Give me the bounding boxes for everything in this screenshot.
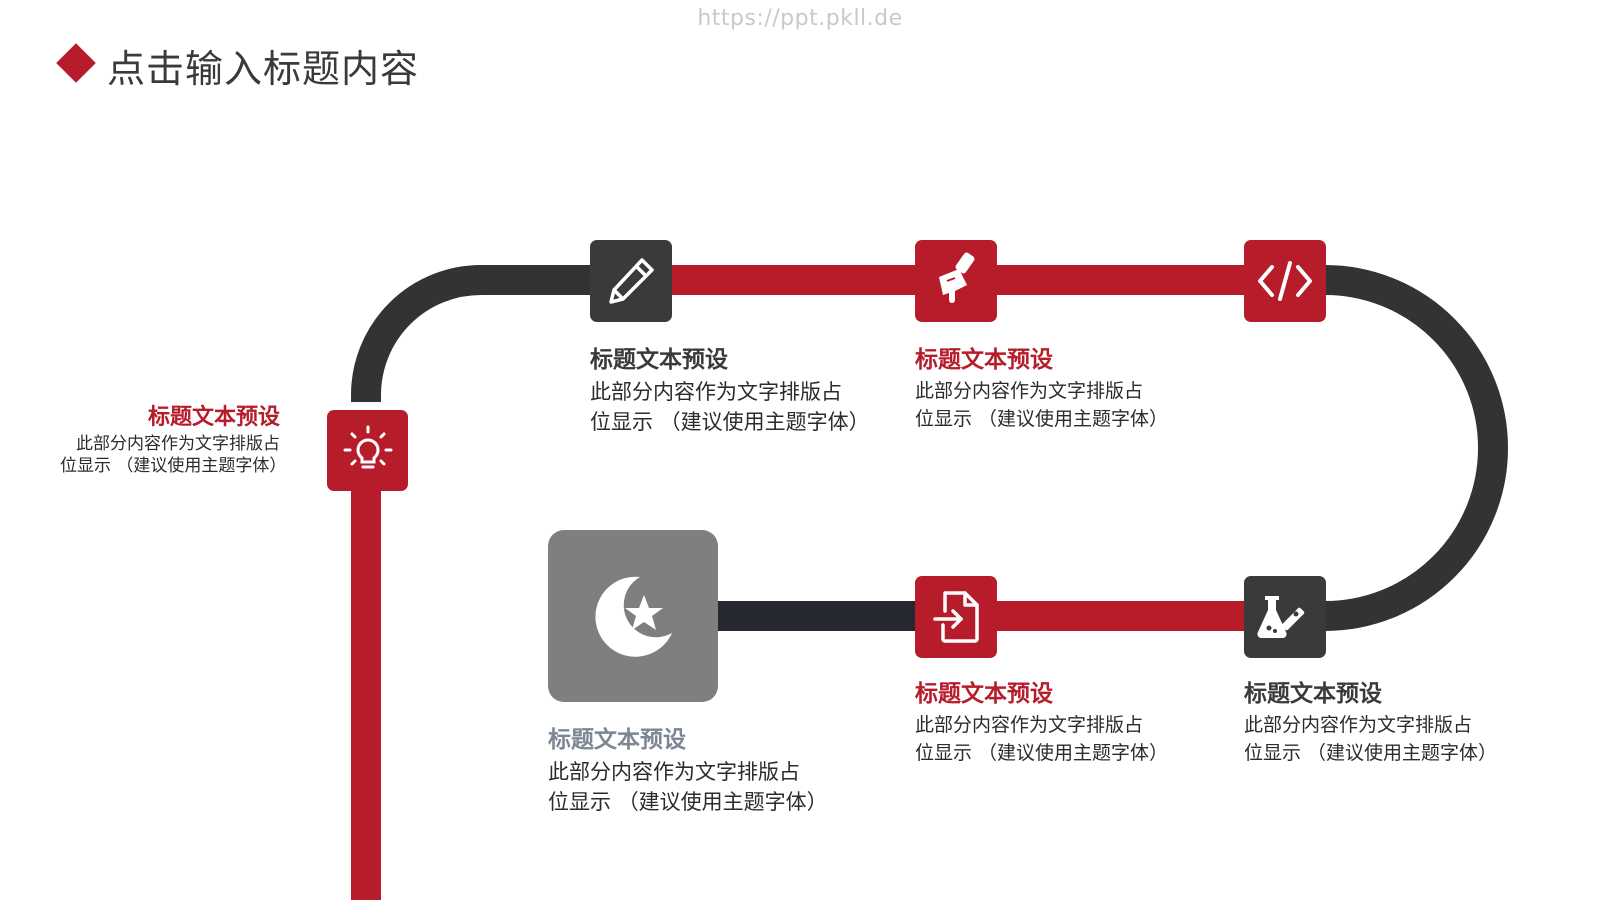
step-description-line: 位显示 （建议使用主题字体） <box>590 410 870 434</box>
step-description-line: 此部分内容作为文字排版占 <box>548 760 800 784</box>
step-title: 标题文本预设 <box>915 681 1053 707</box>
step-description-line: 位显示 （建议使用主题字体） <box>548 790 828 814</box>
paint-brush-icon <box>939 252 975 303</box>
step-7-text: 标题文本预设 此部分内容作为文字排版占 位显示 （建议使用主题字体） <box>548 723 828 817</box>
page-title: 点击输入标题内容 <box>107 47 420 91</box>
step-5-text: 标题文本预设 此部分内容作为文字排版占 位显示 （建议使用主题字体） <box>1244 677 1497 767</box>
step-6-text: 标题文本预设 此部分内容作为文字排版占 位显示 （建议使用主题字体） <box>915 677 1168 767</box>
step-description-line: 此部分内容作为文字排版占 <box>76 434 280 454</box>
step-description-line: 此部分内容作为文字排版占 <box>1244 714 1473 736</box>
step-1-text: 标题文本预设 此部分内容作为文字排版占 位显示 （建议使用主题字体） <box>60 403 287 477</box>
step-title: 标题文本预设 <box>1244 681 1382 707</box>
lightbulb-icon <box>343 425 392 468</box>
step-description-line: 位显示 （建议使用主题字体） <box>915 408 1169 430</box>
step-description-line: 位显示 （建议使用主题字体） <box>1244 742 1498 764</box>
step-description-line: 此部分内容作为文字排版占 <box>915 714 1144 736</box>
step-node-crescent-star[interactable] <box>548 530 718 702</box>
step-2-text: 标题文本预设 此部分内容作为文字排版占 位显示 （建议使用主题字体） <box>590 343 870 437</box>
track-top-left-arc <box>351 265 590 402</box>
step-node-paint-brush[interactable] <box>915 240 997 322</box>
step-description-line: 此部分内容作为文字排版占 <box>590 380 842 404</box>
lab-flask-icon <box>1257 596 1305 639</box>
step-description-line: 位显示 （建议使用主题字体） <box>915 742 1169 764</box>
step-description-line: 位显示 （建议使用主题字体） <box>60 456 287 476</box>
track-right-turn <box>1324 265 1508 631</box>
step-node-file-import[interactable] <box>915 576 997 658</box>
step-description-line: 此部分内容作为文字排版占 <box>915 380 1144 402</box>
slide-background <box>45 0 1555 900</box>
step-title: 标题文本预设 <box>915 347 1053 373</box>
step-node-lightbulb[interactable] <box>327 410 408 491</box>
crescent-star-icon <box>595 576 672 657</box>
pencil-icon <box>609 258 654 304</box>
watermark-url: https://ppt.pkll.de <box>697 6 903 31</box>
step-3-text: 标题文本预设 此部分内容作为文字排版占 位显示 （建议使用主题字体） <box>915 343 1168 433</box>
step-title: 标题文本预设 <box>548 727 686 753</box>
code-icon <box>1258 261 1312 301</box>
step-node-pencil[interactable] <box>590 240 672 322</box>
step-node-lab[interactable] <box>1244 576 1326 658</box>
file-import-icon <box>933 591 979 643</box>
step-title: 标题文本预设 <box>147 405 280 430</box>
step-node-code[interactable] <box>1244 240 1326 322</box>
step-title: 标题文本预设 <box>590 347 728 373</box>
